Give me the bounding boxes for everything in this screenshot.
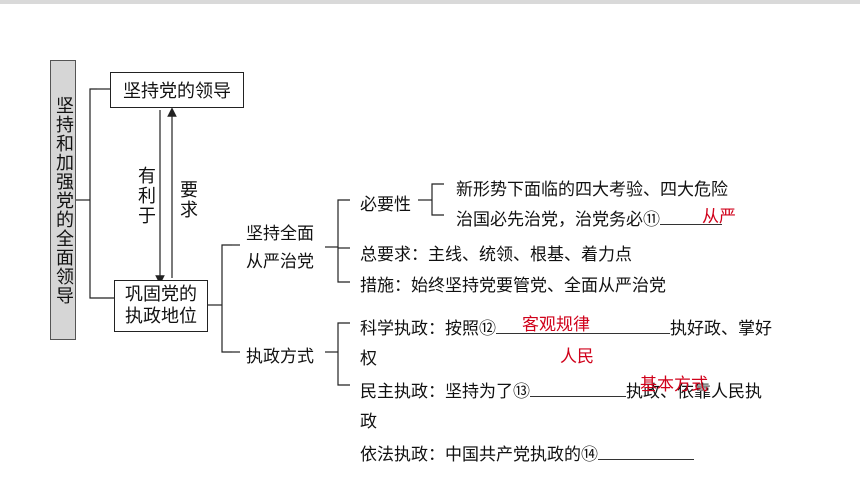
blank-11 — [660, 206, 722, 225]
node-consolidate: 巩固党的执政地位 — [114, 280, 208, 332]
node-consolidate-label: 巩固党的执政地位 — [125, 284, 197, 327]
democratic-governance-tail: 执政、依靠人民执 — [626, 382, 762, 402]
scientific-governance-line1: 科学执政：按照⑫ 执好政、掌好 — [360, 314, 772, 339]
blank-12 — [496, 315, 670, 334]
necessity-label: 必要性 — [360, 195, 411, 215]
answer-12: 客观规律 — [522, 315, 590, 335]
measures: 措施：始终坚持党要管党、全面从严治党 — [360, 276, 666, 296]
root-title-box: 坚持和加强党的全面领导 — [50, 60, 76, 340]
scientific-governance-line2: 权 — [360, 349, 377, 369]
law-governance-text: 依法执政：中国共产党执政的⑭ — [360, 445, 598, 465]
answer-14: 基本方式 — [640, 375, 708, 395]
blank-14 — [598, 441, 694, 460]
law-governance: 依法执政：中国共产党执政的⑭ — [360, 440, 694, 465]
node-leadership-label: 坚持党的领导 — [123, 81, 231, 102]
node-leadership: 坚持党的领导 — [110, 72, 244, 108]
scientific-governance-tail: 执好政、掌好 — [670, 319, 772, 339]
answer-13: 人民 — [560, 347, 594, 367]
arrow-right-label: 要求 — [177, 180, 198, 220]
answer-11: 从严 — [702, 207, 736, 227]
democratic-governance-line2: 政 — [360, 412, 377, 432]
blank-13 — [530, 378, 626, 397]
necessity-item-2: 治国必先治党，治党务必⑪ — [456, 205, 722, 230]
top-bar — [0, 0, 860, 4]
necessity-item-1: 新形势下面临的四大考验、四大危险 — [456, 180, 728, 200]
general-requirement: 总要求：主线、统领、根基、着力点 — [360, 245, 632, 265]
arrow-left-label: 有利于 — [135, 166, 156, 226]
scientific-governance-text: 科学执政：按照⑫ — [360, 319, 496, 339]
democratic-governance-line1: 民主执政：坚持为了⑬ 执政、依靠人民执 — [360, 377, 762, 402]
democratic-governance-text: 民主执政：坚持为了⑬ — [360, 382, 530, 402]
root-title: 坚持和加强党的全面领导 — [53, 95, 74, 305]
branch-strict: 坚持全面从严治党 — [246, 224, 314, 272]
branch-modes: 执政方式 — [246, 347, 314, 367]
necessity-item-2-text: 治国必先治党，治党务必⑪ — [456, 210, 660, 230]
